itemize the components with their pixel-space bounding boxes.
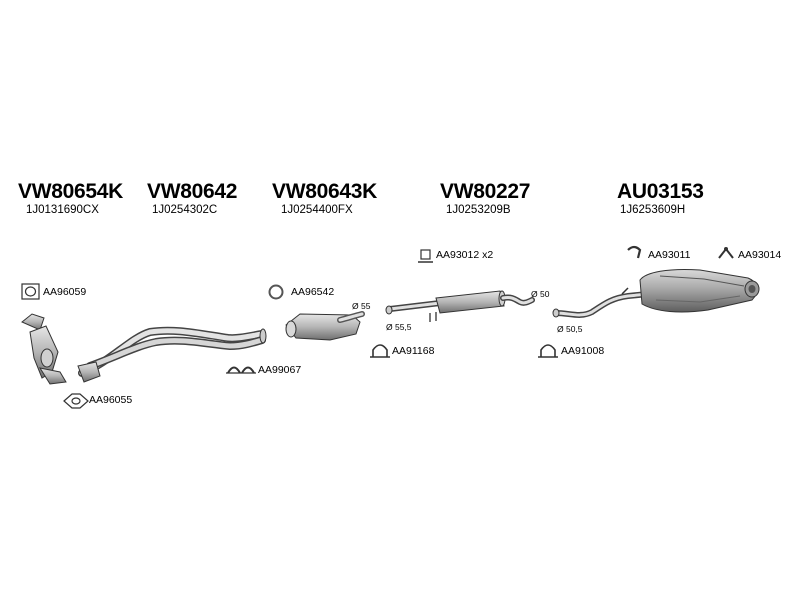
diameter-label-50-5: Ø 50,5 [557, 324, 583, 334]
diameter-label-55-5: Ø 55,5 [386, 322, 412, 332]
accessory-label-hanger-2: AA93014 [738, 249, 782, 261]
clamp-pair-icon [226, 366, 256, 374]
accessory-label-gasket-1: AA96059 [43, 286, 87, 298]
part-number-1: VW80654K [18, 180, 123, 203]
front-catalytic-converter [21, 313, 67, 385]
accessory-label-gasket-2: AA96055 [89, 394, 133, 406]
part-number-3: VW80643K [272, 180, 377, 203]
u-clamp-icon [370, 344, 390, 358]
middle-silencer [385, 290, 535, 322]
middle-catalytic-converter [285, 311, 365, 341]
accessory-label-holder-1: AA93012 x2 [436, 249, 494, 261]
accessory-label-clamps-1: AA99067 [258, 364, 302, 376]
oem-number-1: 1J0131690CX [26, 204, 99, 216]
diameter-label-55: Ø 55 [352, 301, 371, 311]
gasket-square-icon [21, 283, 40, 300]
oem-number-5: 1J6253609H [620, 204, 686, 216]
front-exhaust-pipe [77, 326, 267, 383]
accessory-label-ring-1: AA96542 [291, 286, 335, 298]
oem-number-3: 1J0254400FX [281, 204, 353, 216]
diameter-label-50: Ø 50 [531, 289, 550, 299]
bracket-holder-icon [418, 249, 433, 263]
rubber-mount-icon [718, 247, 734, 259]
part-number-2: VW80642 [147, 180, 238, 203]
gasket-flange-icon [63, 393, 89, 409]
rubber-hanger-icon [627, 245, 642, 259]
oem-number-4: 1J0253209B [446, 204, 511, 216]
u-clamp-icon [538, 344, 558, 358]
oem-number-2: 1J0254302C [152, 204, 218, 216]
part-number-4: VW80227 [440, 180, 531, 203]
rear-silencer [552, 269, 760, 318]
accessory-label-clamp-1: AA91168 [392, 345, 435, 357]
sealing-ring-icon [268, 284, 284, 300]
accessory-label-hanger-1: AA93011 [648, 249, 691, 261]
part-number-5: AU03153 [617, 180, 704, 203]
accessory-label-clamp-2: AA91008 [561, 345, 605, 357]
